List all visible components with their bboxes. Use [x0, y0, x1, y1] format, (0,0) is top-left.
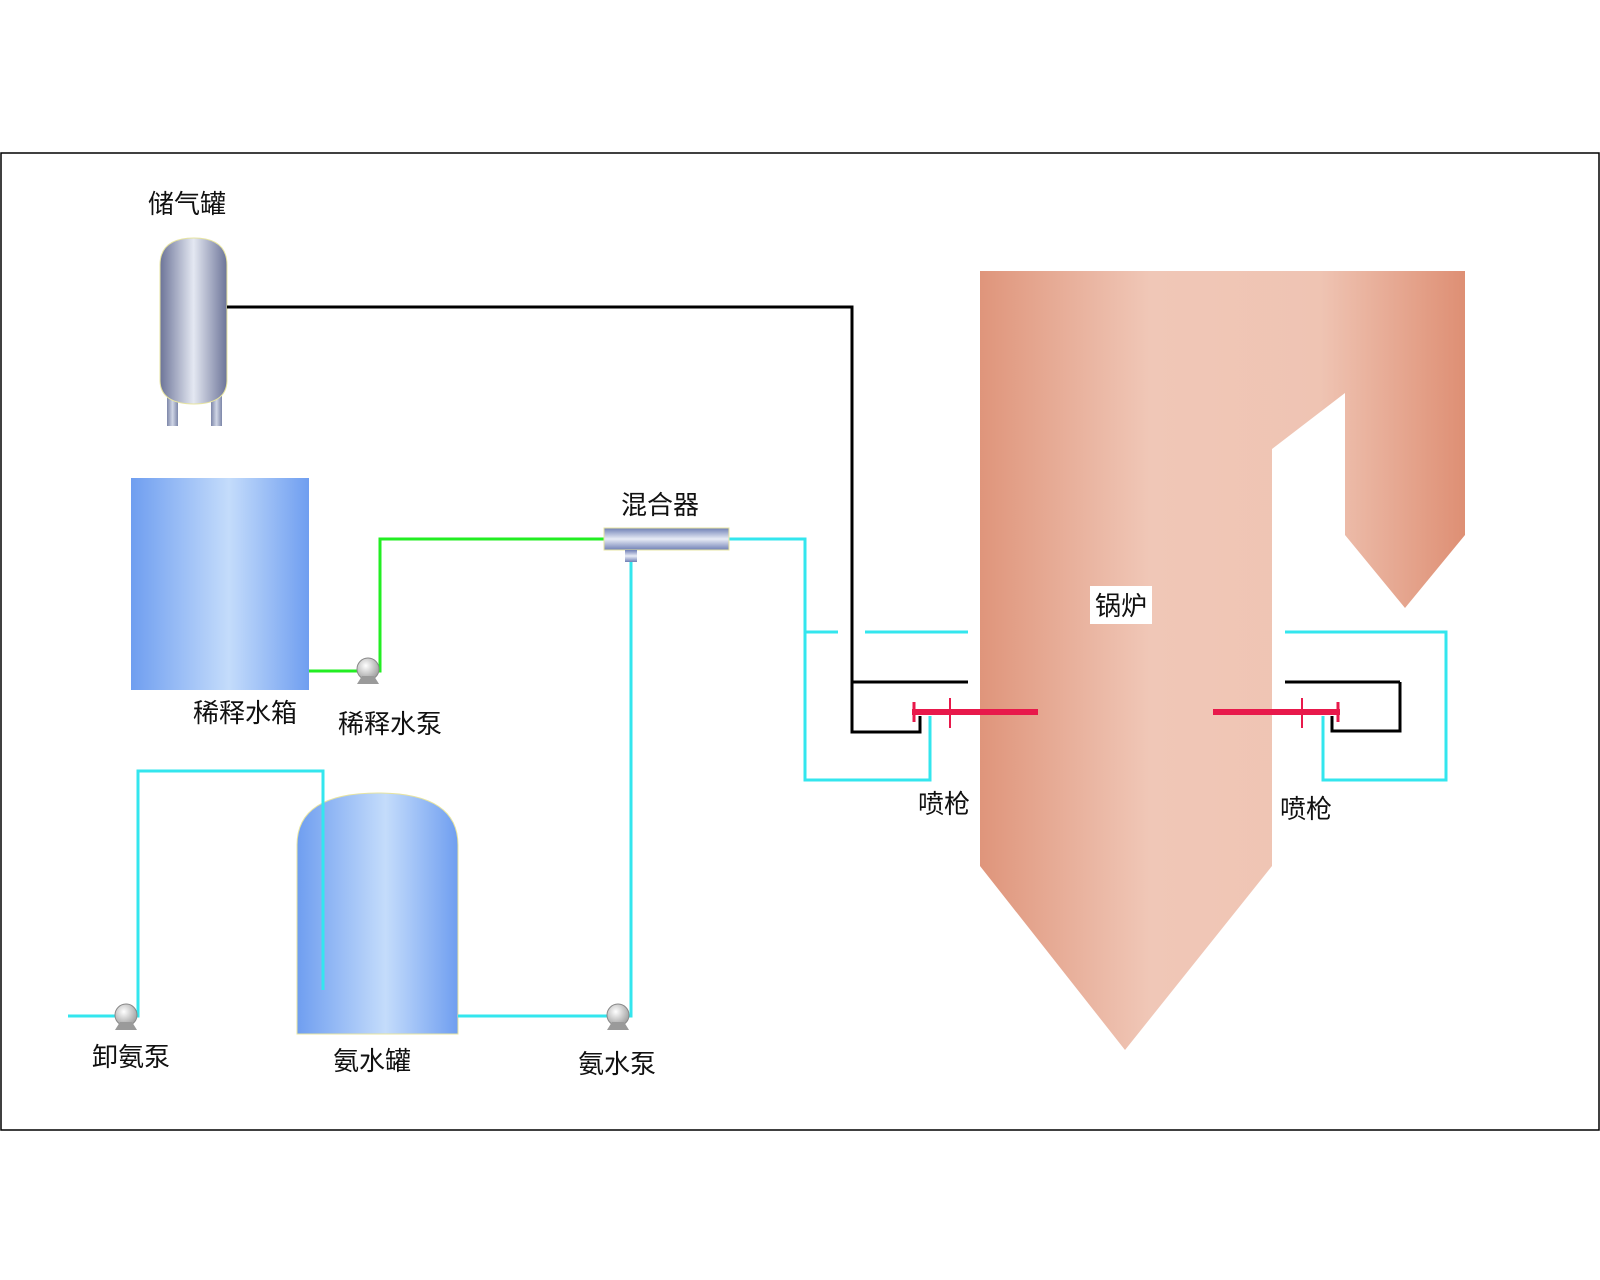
ammonia-tank-icon[interactable] [296, 792, 459, 1035]
boiler-label-box [1090, 586, 1152, 624]
mixer-nozzle [625, 550, 637, 562]
gas-tank-leg-right [211, 392, 222, 426]
dilution-line [309, 537, 606, 673]
dilution-pump-label: 稀释水泵 [338, 710, 442, 740]
boiler-label: 锅炉 [1095, 592, 1147, 622]
diagram-frame [0, 152, 1600, 1131]
gas-tank-label: 储气罐 [148, 190, 226, 220]
ammonia-tank-label: 氨水罐 [333, 1047, 411, 1077]
ammonia-pump-label: 氨水泵 [578, 1050, 656, 1080]
gas-tank-leg-left [167, 392, 178, 426]
lance-left-label: 喷枪 [918, 790, 970, 820]
ammonia-pump-icon[interactable] [606, 1003, 630, 1030]
lance-right-label: 喷枪 [1280, 795, 1332, 825]
gas-tank-body [159, 237, 228, 405]
injection-lance-right-icon[interactable] [1213, 698, 1340, 728]
injection-lance-left-icon[interactable] [912, 698, 1038, 728]
gas-tank-icon[interactable] [159, 237, 228, 426]
boiler-body [980, 271, 1465, 1050]
ammonia-line [68, 537, 1448, 1018]
static-mixer-icon[interactable] [603, 527, 730, 562]
unload-pump-icon[interactable] [114, 1003, 138, 1030]
air-line [227, 305, 1402, 734]
unload-pump-label: 卸氨泵 [92, 1043, 170, 1073]
mixer-label: 混合器 [621, 491, 699, 521]
dilution-tank-icon[interactable] [131, 478, 309, 690]
dilution-pump-icon[interactable] [356, 657, 380, 684]
mixer-body [603, 527, 730, 551]
dilution-tank-label: 稀释水箱 [193, 699, 297, 729]
